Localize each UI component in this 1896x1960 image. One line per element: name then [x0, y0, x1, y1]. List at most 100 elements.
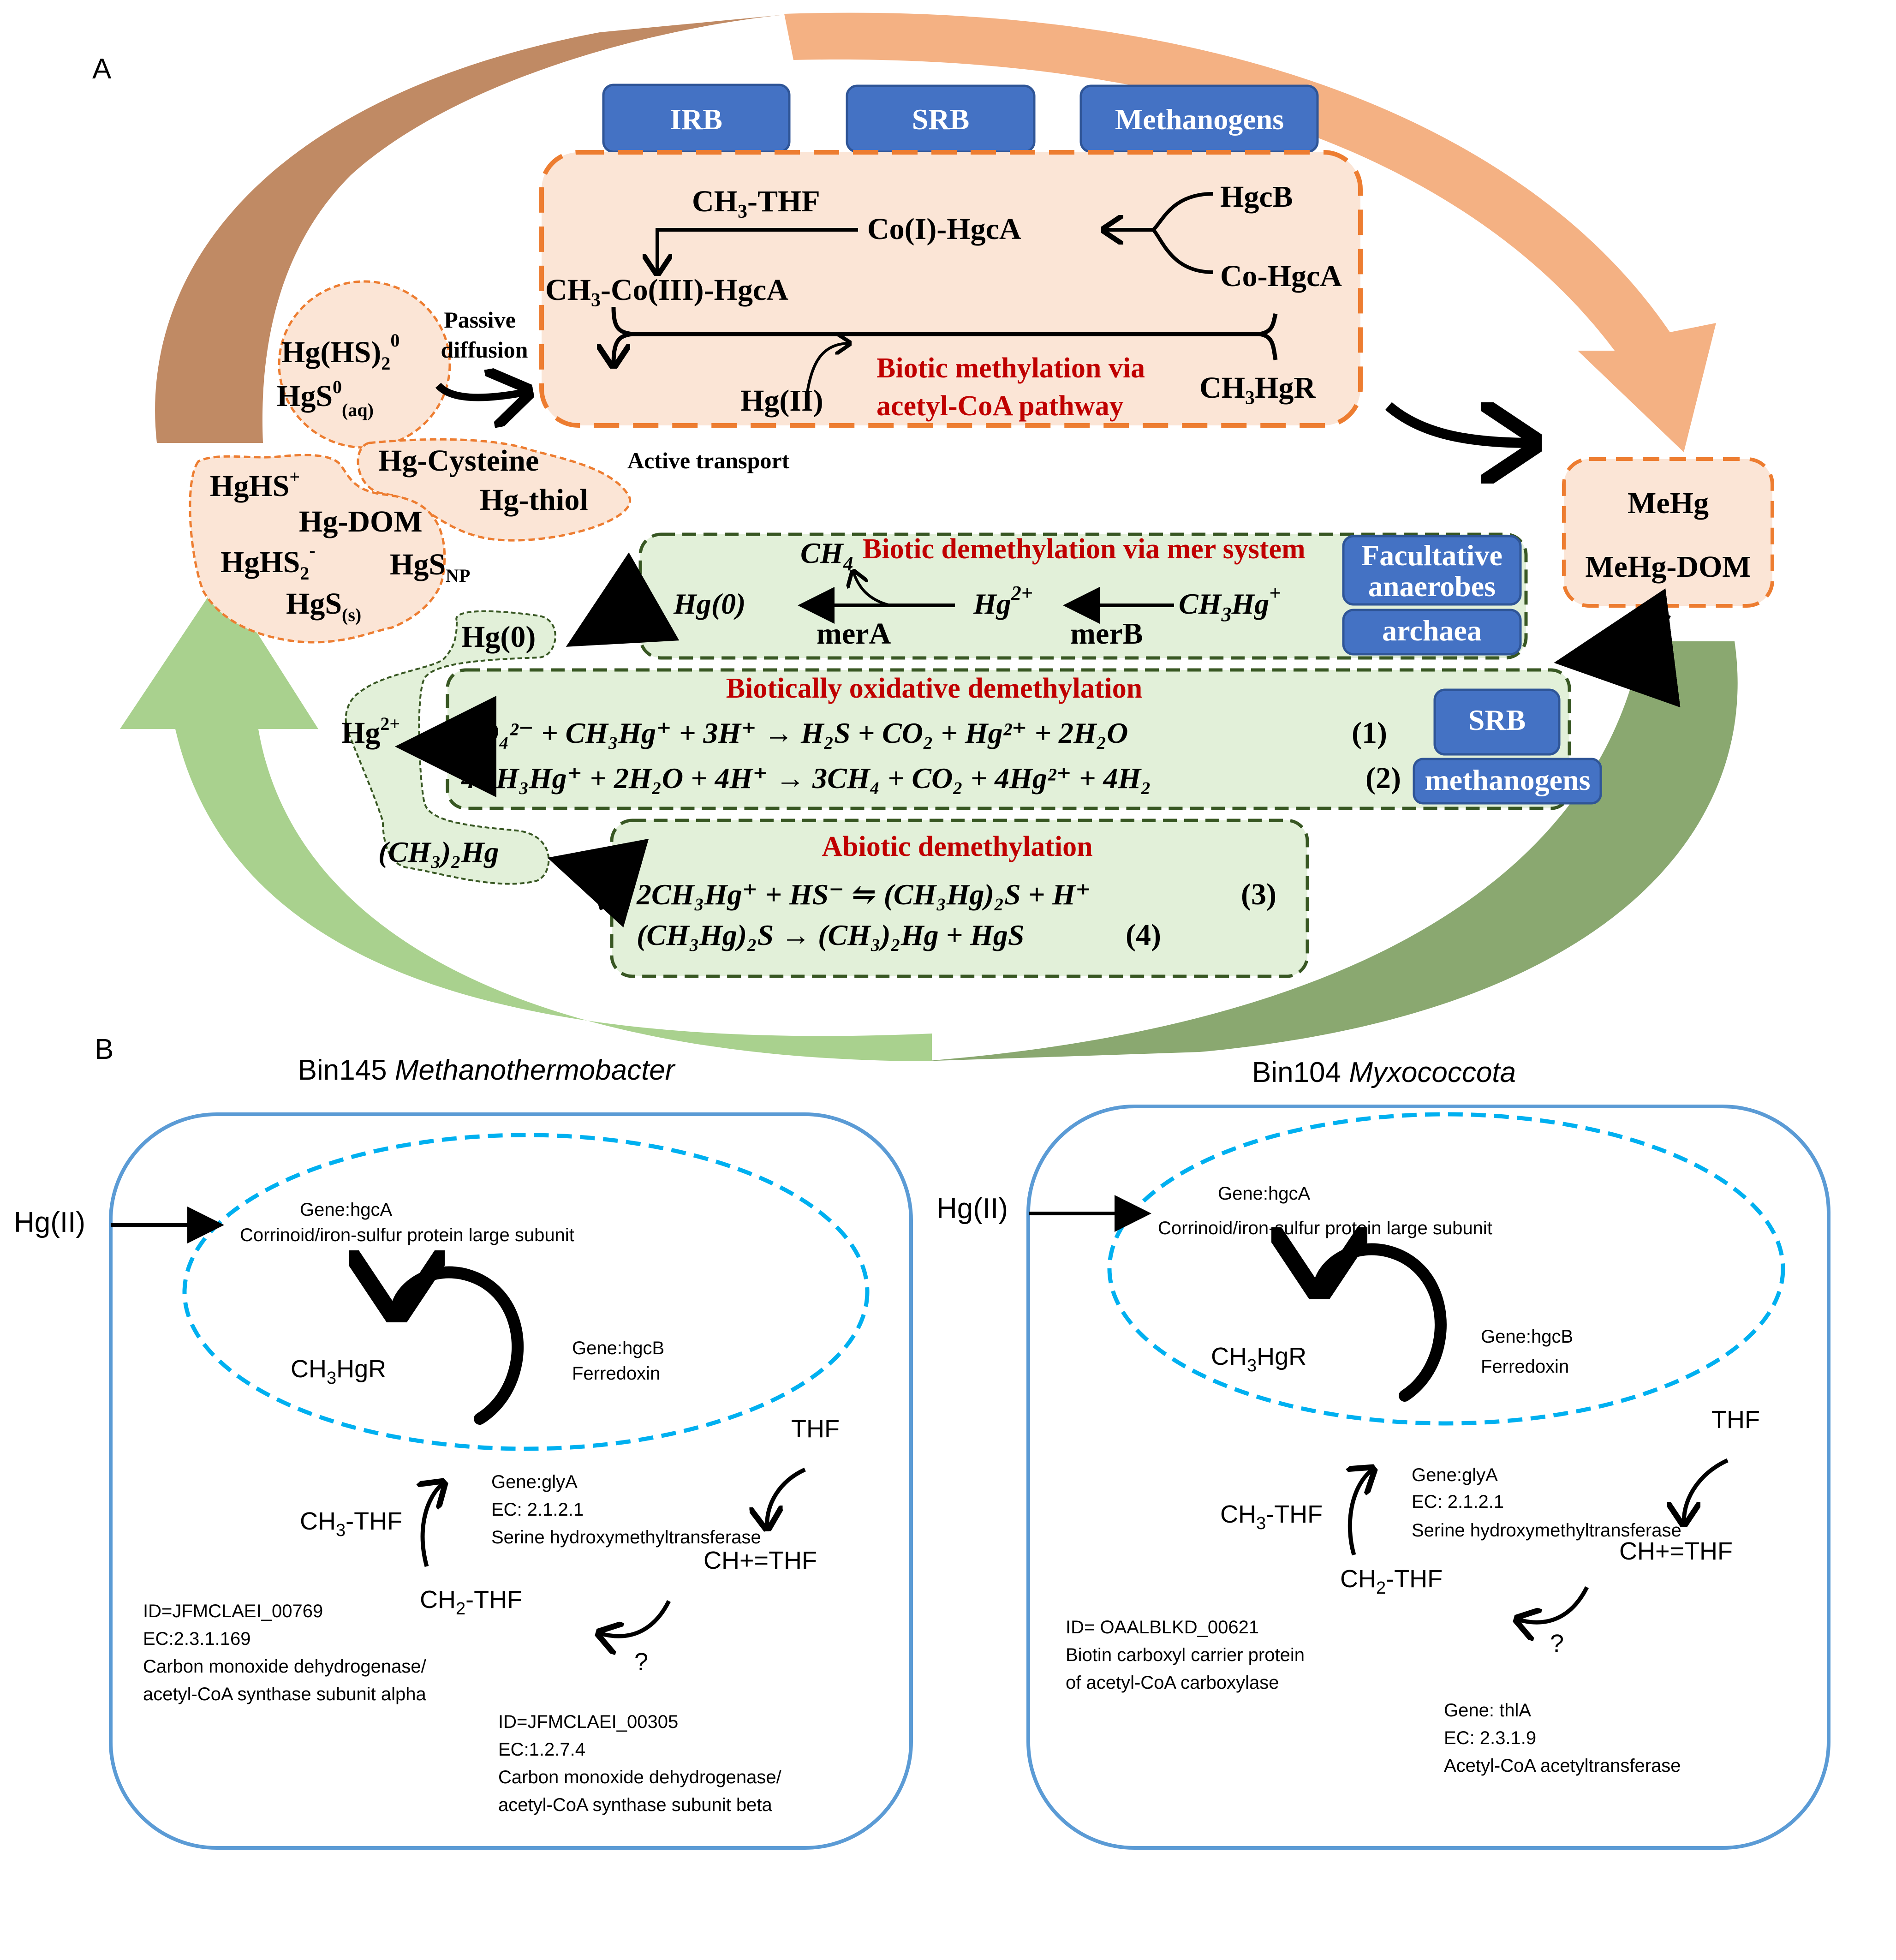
- ch-to-ch2-arrow: [600, 1600, 671, 1636]
- hgcb-branch: [1151, 192, 1214, 274]
- hghs2-minus: HgHS2-: [221, 540, 316, 584]
- hgca-protein: Corrinoid/iron-sulfur protein large subu…: [1158, 1218, 1492, 1238]
- ch3hgr: CH3HgR: [1199, 371, 1316, 409]
- hgcb-protein: Ferredoxin: [1481, 1356, 1569, 1377]
- mehg-title: MeHg: [1628, 486, 1709, 520]
- annotation-left-3: of acetyl-CoA carboxylase: [1066, 1673, 1279, 1693]
- hgs-s: HgS(s): [286, 587, 361, 625]
- glya-ec: EC: 2.1.2.1: [1412, 1492, 1504, 1512]
- abiotic-equation-4-number: (4): [1126, 918, 1161, 952]
- thf-to-ch-arrow: [1684, 1458, 1729, 1523]
- hgs0-aq: HgS0(aq): [277, 376, 374, 420]
- cycle-arrow-icon: [397, 1272, 524, 1425]
- hgcb: HgcB: [1220, 180, 1293, 214]
- mer-hg0: Hg(0): [673, 587, 745, 620]
- annotation-bottom-4: acetyl-CoA synthase subunit beta: [498, 1795, 772, 1815]
- methylator-boxes: IRB SRB Methanogens: [602, 84, 1319, 153]
- glya-gene: Gene:glyA: [491, 1472, 578, 1492]
- mer-system-box: CH4 Biotic demethylation via mer system …: [638, 532, 1528, 660]
- cell-title-bin145: Bin145 Methanothermobacter: [298, 1054, 676, 1086]
- mer-hg2: Hg2+: [973, 582, 1033, 620]
- enzyme-complex-boundary: [1107, 1112, 1785, 1426]
- glya-ec: EC: 2.1.2.1: [491, 1500, 584, 1520]
- organism-label-srb-oxidative: SRB: [1468, 704, 1526, 736]
- annotation-bottom-1: ID=JFMCLAEI_00305: [498, 1712, 678, 1732]
- input-hg-ii: Hg(II): [14, 1207, 85, 1238]
- mer-ch4-arrow: [853, 572, 891, 607]
- passive-diffusion-line2: diffusion: [441, 337, 528, 363]
- organism-box-archaea: [1342, 609, 1522, 656]
- abiotic-equation-3: 2CH₃Hg⁺ + HS⁻ ⇋ (CH₃Hg)₂S + H⁺: [636, 878, 1091, 911]
- ch2-thf: CH2-THF: [420, 1586, 522, 1619]
- enzyme-complex-boundary: [182, 1133, 870, 1451]
- methylation-title-line1: Biotic methylation via: [876, 353, 1145, 384]
- ch3-thf: CH3-THF: [692, 185, 820, 222]
- ch2-to-ch3-arrow: [1350, 1470, 1372, 1556]
- thf-to-ch-arrow: [767, 1467, 806, 1527]
- hgcb-protein: Ferredoxin: [572, 1363, 660, 1384]
- annotation-bottom-3: Acetyl-CoA acetyltransferase: [1444, 1756, 1681, 1776]
- hgcb-gene: Gene:hgcB: [572, 1338, 664, 1358]
- organism-label-facultative-2: anaerobes: [1368, 570, 1496, 603]
- organism-label-archaea: archaea: [1382, 614, 1482, 647]
- panel-a-label: A: [92, 53, 112, 85]
- thiol-species-blob: [357, 438, 632, 542]
- annotation-left-2: Biotin carboxyl carrier protein: [1066, 1645, 1305, 1665]
- product-ch3hgr: CH3HgR: [291, 1355, 386, 1388]
- hg-hs2-0: Hg(HS)20: [281, 330, 399, 374]
- hgca-protein: Corrinoid/iron-sulfur protein large subu…: [240, 1225, 574, 1245]
- organism-label-methanogens: Methanogens: [1115, 103, 1284, 136]
- organism-box-srb-oxidative: [1433, 688, 1561, 756]
- annotation-bottom-1: Gene: thlA: [1444, 1700, 1531, 1721]
- cell-membrane: [1026, 1105, 1830, 1850]
- oxidative-equation-1-number: (1): [1352, 716, 1387, 750]
- unknown-enzyme: ?: [634, 1648, 648, 1676]
- active-transport: Active transport: [627, 448, 790, 473]
- thf: THF: [791, 1415, 840, 1443]
- organism-label-srb: SRB: [912, 103, 970, 136]
- oxidative-equation-2: 4CH₃Hg⁺ + 2H₂O + 4H⁺ → 3CH₄ + CO₂ + 4Hg²…: [461, 762, 1151, 795]
- mer-title: Biotic demethylation via mer system: [863, 533, 1306, 565]
- glya-protein: Serine hydroxymethyltransferase: [491, 1527, 761, 1548]
- product-ch3hgr: CH3HgR: [1211, 1343, 1306, 1375]
- oxidative-equation-2-number: (2): [1365, 761, 1401, 795]
- demethylation-products: Hg(0) Hg2+ (CH₃)₂Hg: [341, 552, 680, 928]
- oxidative-demethylation-box: Biotically oxidative demethylation SO₄²⁻…: [446, 668, 1602, 810]
- hgs-np: HgSNP: [390, 548, 470, 586]
- methylation-box: CH3-THF Co(I)-HgcA HgcB Co-HgcA CH3-Co(I…: [539, 150, 1363, 428]
- hgcb-gene: Gene:hgcB: [1481, 1327, 1573, 1347]
- mehg-to-demethylation-arrow: [1554, 588, 1681, 708]
- hg-cysteine: Hg-Cysteine: [378, 444, 539, 478]
- mehg-dom: MeHg-DOM: [1585, 550, 1751, 584]
- cell-membrane: [109, 1112, 913, 1850]
- organism-label-irb: IRB: [670, 103, 722, 136]
- annotation-left-1: ID=JFMCLAEI_00769: [143, 1601, 323, 1621]
- passive-diffusion-arrow: [435, 385, 526, 397]
- ch2-thf: CH2-THF: [1340, 1565, 1443, 1598]
- methylation-to-mehg-arrow: [1385, 402, 1532, 443]
- cell-bin145: Bin145 Methanothermobacter Hg(II) Gene:h…: [14, 1054, 913, 1850]
- abiotic-to-dmhg-arrow: [547, 838, 649, 928]
- dark-green-cycle-arrow: [923, 641, 1738, 1061]
- light-green-cycle-arrow: [120, 577, 932, 1061]
- unknown-enzyme: ?: [1550, 1630, 1564, 1657]
- mer-to-hg0-arrow: [566, 552, 680, 647]
- products-blob: [345, 610, 556, 885]
- cycle-arrow-icon: [1319, 1249, 1447, 1402]
- panel-b-label: B: [95, 1034, 113, 1065]
- organism-box-facultative: [1342, 535, 1522, 606]
- annotation-left-2: EC:2.3.1.169: [143, 1629, 251, 1649]
- oxidative-equation-1: SO₄²⁻ + CH₃Hg⁺ + 3H⁺ → H₂S + CO₂ + Hg²⁺ …: [461, 717, 1128, 749]
- abiotic-equation-4: (CH₃Hg)₂S → (CH₃)₂Hg + HgS: [637, 919, 1024, 951]
- cell-bin104: Bin104 Myxococcota Hg(II) Gene:hgcA Corr…: [936, 1057, 1830, 1850]
- ch-to-ch2-arrow: [1518, 1586, 1589, 1622]
- organism-label-methanogens-oxidative: methanogens: [1425, 764, 1590, 796]
- annotation-left-3: Carbon monoxide dehydrogenase/: [143, 1656, 427, 1677]
- methylation-bracket: [614, 306, 1278, 365]
- glya-protein: Serine hydroxymethyltransferase: [1412, 1520, 1681, 1541]
- glya-gene: Gene:glyA: [1412, 1465, 1498, 1485]
- ch2-to-ch3-arrow: [423, 1483, 443, 1567]
- other-species-blob: [189, 454, 446, 644]
- methylation-title-line2: acetyl-CoA pathway: [876, 390, 1124, 422]
